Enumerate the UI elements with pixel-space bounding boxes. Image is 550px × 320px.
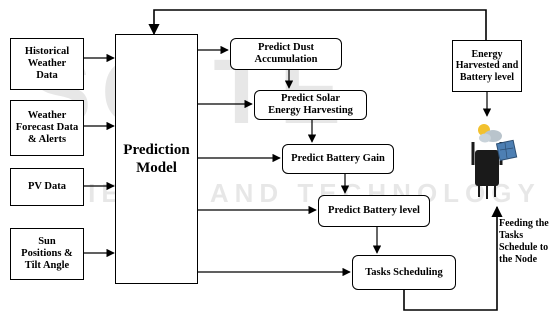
prediction-model: Prediction Model (115, 34, 198, 284)
step-predict-dust-accumulation: Predict Dust Accumulation (230, 38, 342, 70)
feeding-schedule-label: Feeding the Tasks Schedule to the Node (499, 218, 549, 265)
step-tasks-scheduling: Tasks Scheduling (352, 255, 456, 290)
cloud-sun-icon (478, 124, 502, 143)
step-predict-battery-gain: Predict Battery Gain (282, 144, 394, 174)
solar-panel-icon (495, 139, 518, 162)
input-pv-data: PV Data (10, 168, 84, 206)
input-sun-positions-tilt: Sun Positions & Tilt Angle (10, 228, 84, 280)
energy-harvested-battery-level: Energy Harvested and Battery level (452, 40, 522, 92)
arrow-energy-feedback-to-model (148, 9, 487, 40)
arrow-scheduling-to-node (403, 205, 503, 311)
step-predict-solar-energy-harvesting: Predict Solar Energy Harvesting (254, 90, 367, 120)
input-historical-weather-data: Historical Weather Data (10, 38, 84, 90)
input-weather-forecast-alerts: Weather Forecast Data & Alerts (10, 100, 84, 156)
iot-node-icon (471, 142, 503, 199)
step-predict-battery-level: Predict Battery level (318, 195, 430, 227)
